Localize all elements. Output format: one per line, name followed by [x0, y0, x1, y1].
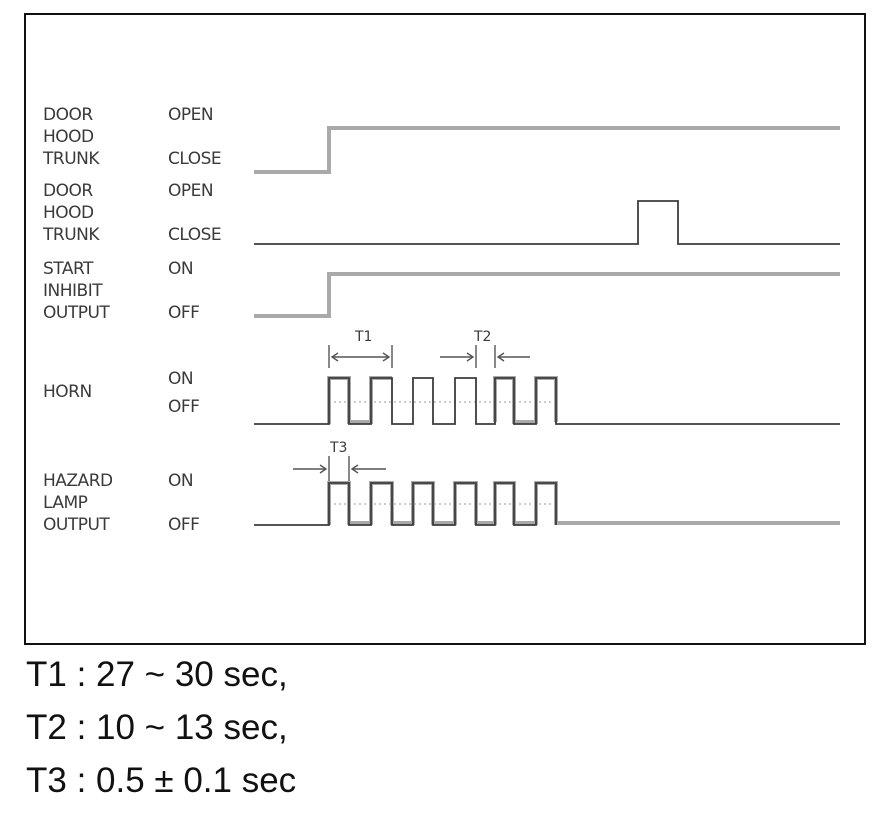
signal2-name-line1: DOOR: [43, 181, 93, 201]
diagram-frame: [24, 13, 866, 645]
signal4-off-label: OFF: [168, 397, 199, 417]
t3-left-arrow: [319, 464, 328, 474]
t3-right-arrow: [350, 464, 359, 474]
signal5-on-label: ON: [168, 471, 193, 491]
t2-right-arrow: [496, 352, 505, 362]
signal3-waveform: [254, 272, 840, 318]
t1-right-arrow: [382, 352, 391, 362]
hazard-waveform: [254, 482, 557, 526]
t2-left-arrow: [466, 352, 475, 362]
signal1-name-line2: HOOD: [43, 127, 94, 147]
timing-diagram: DOOR HOOD TRUNK OPEN CLOSE DOOR HOOD TRU…: [24, 13, 866, 645]
t2-marker-label: T2: [473, 329, 491, 345]
signal5-name-line2: LAMP: [43, 493, 88, 513]
horn-waveform: [254, 377, 840, 425]
signal1-off-label: CLOSE: [168, 149, 221, 169]
signal2-off-label: CLOSE: [168, 225, 221, 245]
t1-marker-label: T1: [354, 329, 372, 345]
signal5-name-line1: HAZARD: [43, 471, 113, 491]
signal1-on-label: OPEN: [168, 105, 213, 125]
signal2-name-line3: TRUNK: [42, 225, 100, 245]
signal5-name-line3: OUTPUT: [43, 515, 110, 535]
signal2-waveform: [254, 200, 840, 245]
t3-marker-label: T3: [329, 440, 347, 456]
signal3-off-label: OFF: [168, 303, 199, 323]
legend-t2: T2 : 10 ~ 13 sec,: [26, 708, 288, 747]
signal3-name-line3: OUTPUT: [43, 303, 110, 323]
signal3-name-line2: INHIBIT: [43, 281, 103, 301]
signal2-on-label: OPEN: [168, 181, 213, 201]
legend-t1: T1 : 27 ~ 30 sec,: [26, 655, 288, 694]
signal4-name-line1: HORN: [43, 382, 92, 402]
signal1-waveform: [254, 126, 840, 174]
signal3-name-line1: START: [43, 259, 94, 279]
signal2-name-line2: HOOD: [43, 203, 94, 223]
legend-t3: T3 : 0.5 ± 0.1 sec: [26, 761, 297, 800]
signal1-name-line1: DOOR: [43, 105, 93, 125]
signal1-name-line3: TRUNK: [42, 149, 100, 169]
signal3-on-label: ON: [168, 259, 193, 279]
signal5-off-label: OFF: [168, 515, 199, 535]
t1-left-arrow: [330, 352, 339, 362]
signal4-on-label: ON: [168, 369, 193, 389]
